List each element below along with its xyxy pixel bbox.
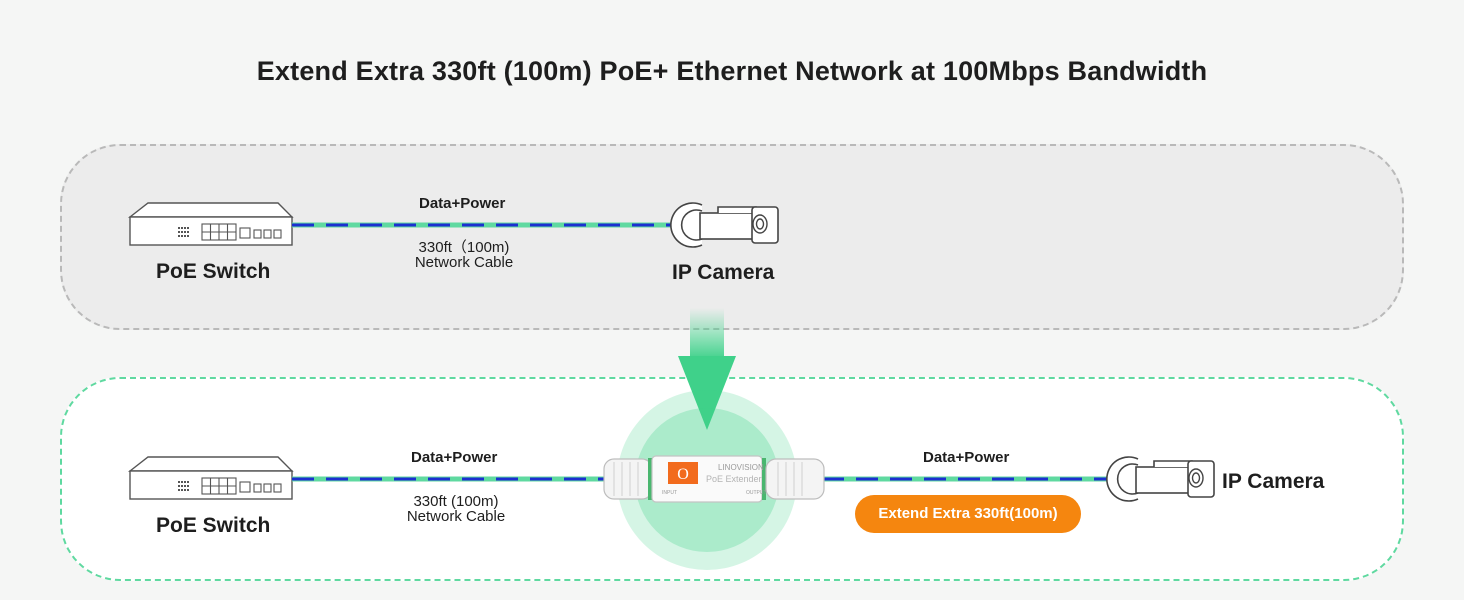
page-title: Extend Extra 330ft (100m) PoE+ Ethernet … xyxy=(256,56,1208,86)
cable-data-power-label: Data+Power xyxy=(923,449,1010,466)
poe-switch-icon xyxy=(129,202,293,246)
extend-extra-badge: Extend Extra 330ft(100m) xyxy=(855,495,1081,533)
ip-camera-icon xyxy=(670,202,779,248)
poe-switch-label: PoE Switch xyxy=(156,260,271,283)
cable-type-label: Network Cable xyxy=(406,508,506,525)
poe-switch-label: PoE Switch xyxy=(156,514,271,537)
cable-length-label: 330ft（100m) xyxy=(418,239,510,256)
ip-camera-label: IP Camera xyxy=(1222,470,1325,493)
ip-camera-label: IP Camera xyxy=(672,261,775,284)
cable-type-label: Network Cable xyxy=(414,254,514,271)
poe-extender-icon: O LINOVISION PoE Extender INPUT OUTPUT xyxy=(603,455,825,503)
down-arrow-icon xyxy=(678,308,736,430)
extender-port-out: OUTPUT xyxy=(746,490,767,496)
extender-brand: LINOVISION xyxy=(718,463,764,472)
cable-length-label: 330ft (100m) xyxy=(413,493,499,510)
extender-port-in: INPUT xyxy=(662,490,677,496)
poe-switch-icon xyxy=(129,456,293,500)
cable-data-power-label: Data+Power xyxy=(419,195,506,212)
extender-model: PoE Extender xyxy=(706,474,762,484)
cable-data-power-label: Data+Power xyxy=(411,449,498,466)
ip-camera-icon xyxy=(1106,456,1215,502)
extender-logo: O xyxy=(677,466,689,483)
